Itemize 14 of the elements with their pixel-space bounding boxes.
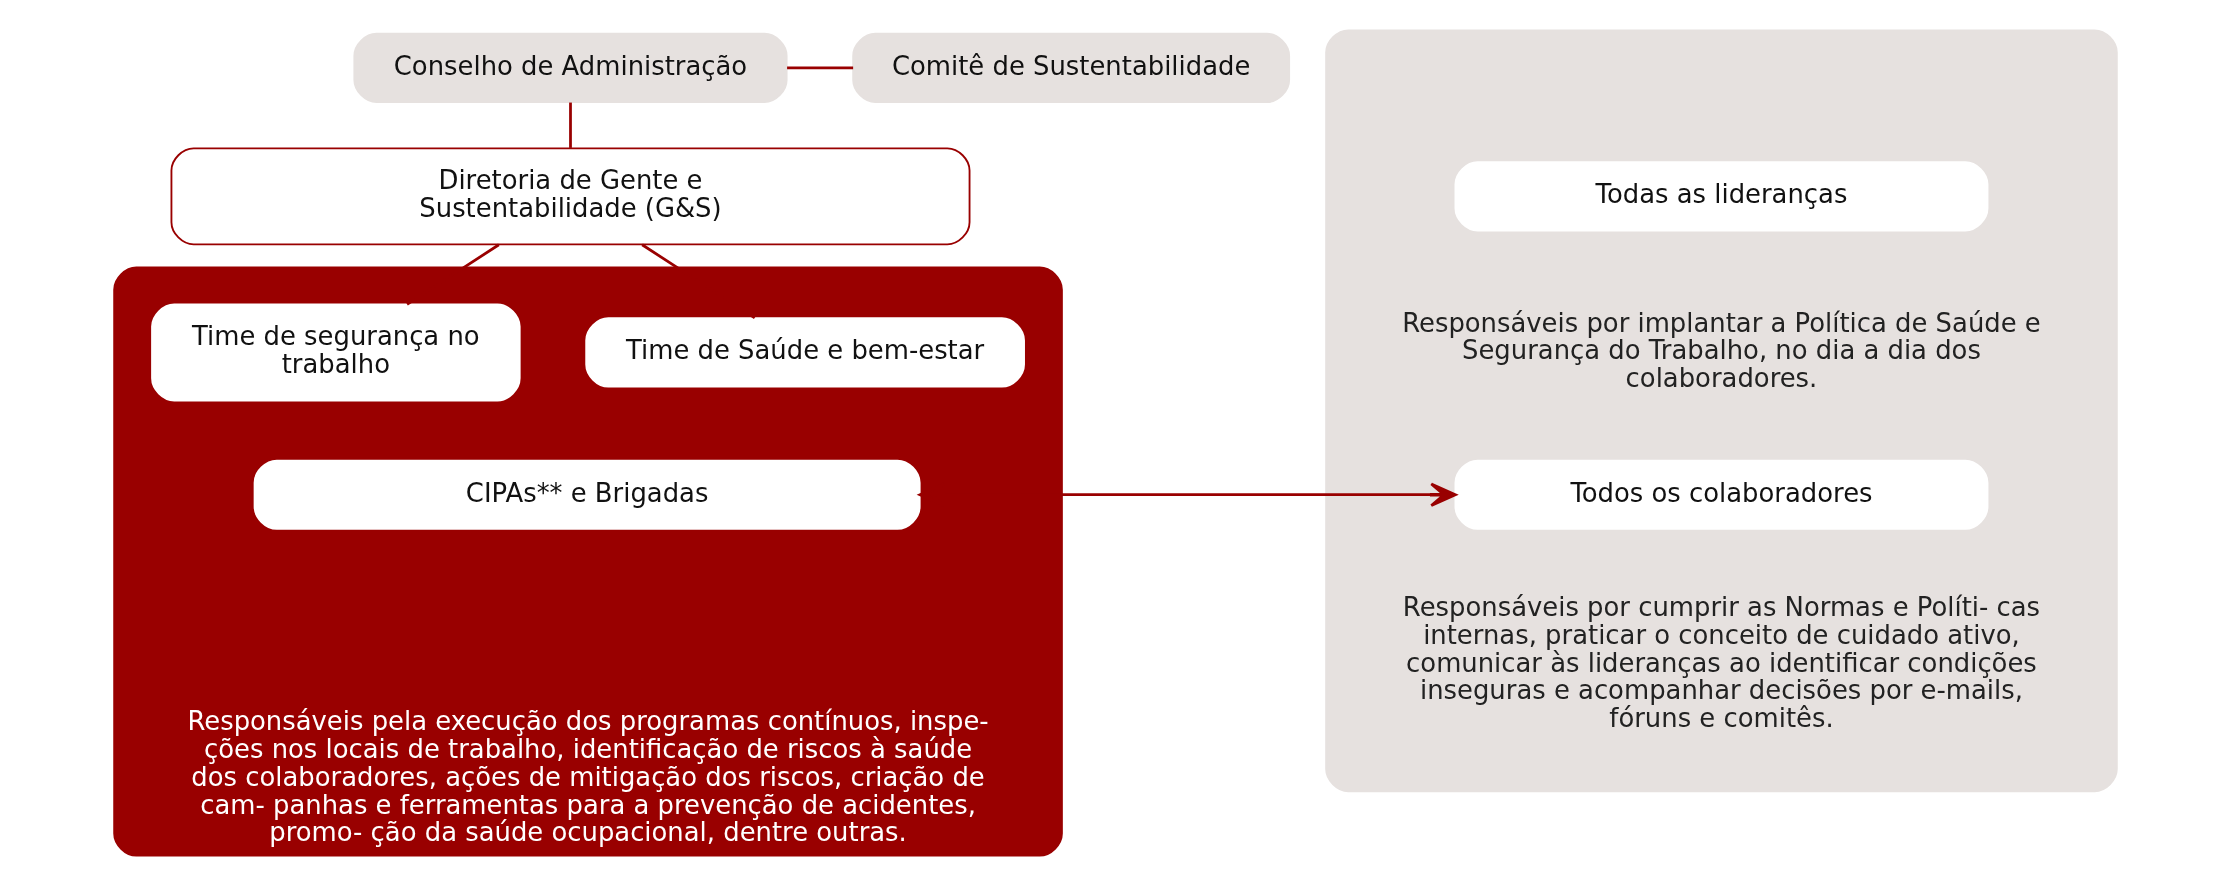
node-box: Conselho de Administração (353, 32, 788, 104)
node-box: Todos os colaboradores (1454, 459, 1989, 530)
node-box: Time de segurança no trabalho (151, 303, 521, 402)
node-box: CIPAs** e Brigadas (253, 459, 921, 530)
node-box: Diretoria de Gente e Sustentabilidade (G&S) (170, 147, 971, 246)
cluster (1325, 29, 2118, 793)
node-label: Responsáveis por implantar a Política de Saúde e Segurança do Trabalho, no dia a dia dos colaboradores. (1402, 307, 2041, 394)
node-box: Todas as lideranças (1454, 161, 1989, 232)
connector (787, 66, 854, 70)
node-box: Time de Saúde e bem-estar (585, 317, 1025, 388)
node-box: Comitê de Sustentabilidade (852, 32, 1291, 104)
connector (569, 102, 572, 148)
node-label: Responsáveis por cumprir as Normas e Políti- cas internas, praticar o conceito de cuidado ativo, comunicar às lideranças ao identificar condições inseguras e acompanhar decisões por e-mails, fóruns e comitês. (1402, 592, 2041, 733)
arrow (918, 482, 1457, 507)
